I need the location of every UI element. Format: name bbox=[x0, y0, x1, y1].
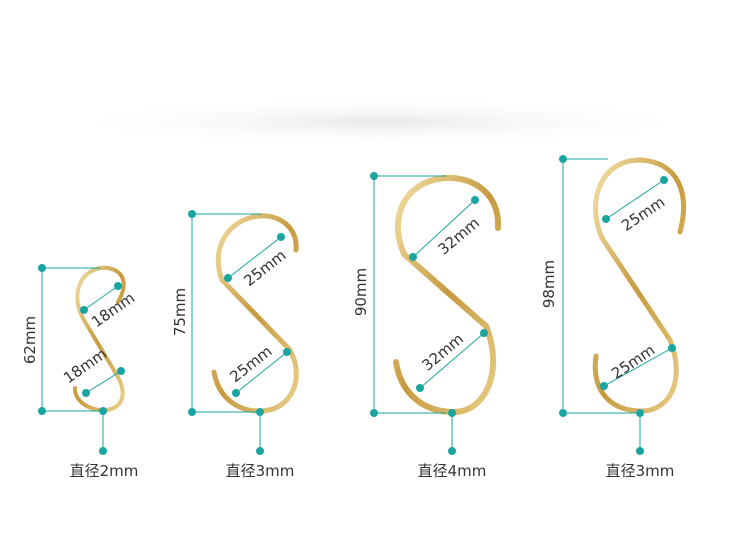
top-loop-label: 25mm bbox=[240, 246, 289, 290]
top-loop-label: 32mm bbox=[434, 214, 483, 259]
background-shadow bbox=[50, 97, 710, 147]
height-label: 62mm bbox=[21, 316, 39, 364]
height-label: 90mm bbox=[352, 268, 370, 316]
hook-2: 75mm 25mm 25mm bbox=[171, 210, 299, 455]
bottom-loop-label: 18mm bbox=[60, 345, 110, 387]
s-hook-4-icon bbox=[592, 157, 687, 414]
hook-1-caption: 直径2mm bbox=[69, 462, 139, 480]
s-hook-3-icon bbox=[393, 174, 502, 416]
s-hook-1-icon bbox=[72, 265, 126, 413]
bottom-loop-label: 25mm bbox=[608, 341, 658, 383]
hook-3: 90mm 32mm 32mm bbox=[352, 172, 502, 455]
hook-2-caption: 直径3mm bbox=[225, 462, 295, 480]
s-hook-2-icon bbox=[211, 213, 299, 414]
hook-3-caption: 直径4mm bbox=[417, 462, 487, 480]
height-label: 98mm bbox=[540, 260, 558, 308]
top-loop-label: 18mm bbox=[88, 289, 138, 331]
top-loop-label: 25mm bbox=[618, 193, 668, 235]
hook-4: 98mm 25mm 25mm bbox=[540, 155, 687, 455]
height-label: 75mm bbox=[171, 288, 189, 336]
hook-1: 62mm 18mm 18mm bbox=[21, 264, 138, 455]
bottom-loop-label: 25mm bbox=[226, 342, 275, 386]
hook-4-caption: 直径3mm bbox=[605, 462, 675, 480]
